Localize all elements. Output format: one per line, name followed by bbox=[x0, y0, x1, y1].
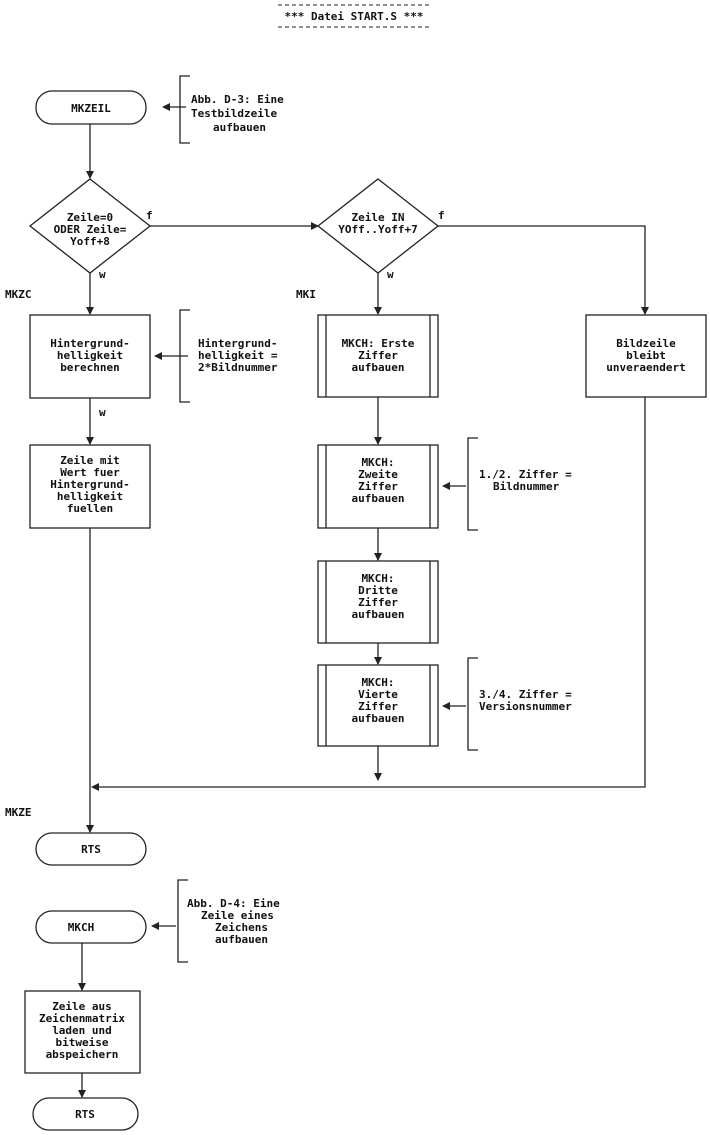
comment-abb-d3-line: aufbauen bbox=[213, 121, 266, 134]
comment-line: Versionsnummer bbox=[479, 700, 572, 713]
decision-zeile-0: Zeile=0 ODER Zeile= Yoff+8 bbox=[28, 178, 152, 274]
process-line: fuellen bbox=[67, 502, 113, 515]
terminal-rts: RTS bbox=[35, 832, 147, 866]
process-line: helligkeit bbox=[57, 490, 123, 503]
process-zeile-fuellen: Zeile mit Wert fuer Hintergrund- helligk… bbox=[29, 444, 151, 529]
comment-line: 2*Bildnummer bbox=[198, 361, 278, 374]
terminal-mkzeil-label: MKZEIL bbox=[71, 102, 111, 115]
process-line: Hintergrund- bbox=[50, 478, 129, 491]
subroutine-line: MKCH: bbox=[361, 456, 394, 469]
page-title: *** Datei START.S *** bbox=[278, 4, 430, 28]
terminal-rts-2-label: RTS bbox=[75, 1108, 95, 1121]
process-line: Zeichenmatrix bbox=[39, 1012, 125, 1025]
subroutine-line: Ziffer bbox=[358, 480, 398, 493]
subroutine-line: aufbauen bbox=[352, 492, 405, 505]
subroutine-line: MKCH: bbox=[361, 676, 394, 689]
terminal-rts-2: RTS bbox=[32, 1097, 139, 1131]
connector bbox=[91, 397, 646, 791]
subroutine-line: Ziffer bbox=[358, 349, 398, 362]
terminal-rts-label: RTS bbox=[81, 843, 101, 856]
comment-line: helligkeit = bbox=[198, 349, 278, 362]
label-mki: MKI bbox=[296, 288, 316, 301]
comment-ziffer-12: 1./2. Ziffer = Bildnummer bbox=[442, 437, 572, 531]
decision-zeile-in-line: Zeile IN bbox=[352, 211, 405, 224]
branch-false-label: f bbox=[438, 209, 445, 222]
process-zeile-laden: Zeile aus Zeichenmatrix laden und bitwei… bbox=[24, 990, 141, 1074]
subroutine-line: Zweite bbox=[358, 468, 398, 481]
comment-line: Abb. D-4: Eine bbox=[187, 897, 280, 910]
comment-hintergrund-formel: Hintergrund- helligkeit = 2*Bildnummer bbox=[154, 309, 278, 403]
subroutine-line: aufbauen bbox=[352, 712, 405, 725]
subroutine-line: MKCH: bbox=[361, 572, 394, 585]
process-line: Zeile mit bbox=[60, 454, 120, 467]
comment-line: Zeichens bbox=[215, 921, 268, 934]
decision-zeile-0-line: Yoff+8 bbox=[70, 235, 110, 248]
decision-zeile-in: Zeile IN YOff..Yoff+7 bbox=[316, 178, 440, 274]
process-line: abspeichern bbox=[46, 1048, 119, 1061]
process-line: Wert fuer bbox=[60, 466, 120, 479]
comment-ziffer-34: 3./4. Ziffer = Versionsnummer bbox=[442, 657, 572, 751]
subroutine-line: Ziffer bbox=[358, 700, 398, 713]
process-line: helligkeit bbox=[57, 349, 123, 362]
comment-line: Zeile eines bbox=[201, 909, 274, 922]
decision-zeile-0-line: ODER Zeile= bbox=[54, 223, 127, 236]
subroutine-line: Ziffer bbox=[358, 596, 398, 609]
connector bbox=[438, 225, 649, 315]
comment-line: Hintergrund- bbox=[198, 337, 277, 350]
comment-abb-d4: Abb. D-4: Eine Zeile eines Zeichens aufb… bbox=[151, 879, 280, 963]
process-line: unveraendert bbox=[606, 361, 685, 374]
comment-line: 1./2. Ziffer = bbox=[479, 468, 572, 481]
decision-zeile-0-line: Zeile=0 bbox=[67, 211, 113, 224]
terminal-mkzeil: MKZEIL bbox=[35, 90, 147, 125]
label-mkzc: MKZC bbox=[5, 288, 32, 301]
process-line: bleibt bbox=[626, 349, 666, 362]
process-line: bitweise bbox=[56, 1036, 109, 1049]
comment-line: Bildnummer bbox=[493, 480, 560, 493]
process-hintergrund-berechnen: Hintergrund- helligkeit berechnen bbox=[29, 314, 151, 399]
title-text: *** Datei START.S *** bbox=[284, 10, 423, 23]
subroutine-line: aufbauen bbox=[352, 608, 405, 621]
subroutine-vierte-ziffer: MKCH: Vierte Ziffer aufbauen bbox=[317, 664, 439, 747]
process-line: berechnen bbox=[60, 361, 120, 374]
process-line: Hintergrund- bbox=[50, 337, 129, 350]
process-bildzeile-unveraendert: Bildzeile bleibt unveraendert bbox=[585, 314, 707, 398]
branch-true-label: w bbox=[99, 268, 106, 281]
label-mkze: MKZE bbox=[5, 806, 32, 819]
process-line: Bildzeile bbox=[616, 337, 676, 350]
terminal-mkch-label: MKCH bbox=[68, 921, 95, 934]
terminal-mkch: MKCH bbox=[35, 910, 147, 944]
comment-abb-d3: Abb. D-3: Eine Testbildzeile aufbauen bbox=[162, 75, 284, 144]
subroutine-zweite-ziffer: MKCH: Zweite Ziffer aufbauen bbox=[317, 444, 439, 529]
subroutine-dritte-ziffer: MKCH: Dritte Ziffer aufbauen bbox=[317, 560, 439, 644]
process-line: laden und bbox=[52, 1024, 112, 1037]
subroutine-line: Vierte bbox=[358, 688, 398, 701]
comment-abb-d3-line: Abb. D-3: Eine bbox=[191, 93, 284, 106]
decision-zeile-in-line: YOff..Yoff+7 bbox=[338, 223, 417, 236]
process-line: Zeile aus bbox=[52, 1000, 112, 1013]
branch-false-label: f bbox=[146, 209, 153, 222]
comment-line: aufbauen bbox=[215, 933, 268, 946]
comment-abb-d3-line: Testbildzeile bbox=[191, 107, 277, 120]
subroutine-line: MKCH: Erste bbox=[342, 337, 415, 350]
subroutine-line: Dritte bbox=[358, 584, 398, 597]
branch-true-label: w bbox=[99, 406, 106, 419]
subroutine-erste-ziffer: MKCH: Erste Ziffer aufbauen bbox=[317, 314, 439, 398]
comment-line: 3./4. Ziffer = bbox=[479, 688, 572, 701]
branch-true-label: w bbox=[387, 268, 394, 281]
subroutine-line: aufbauen bbox=[352, 361, 405, 374]
